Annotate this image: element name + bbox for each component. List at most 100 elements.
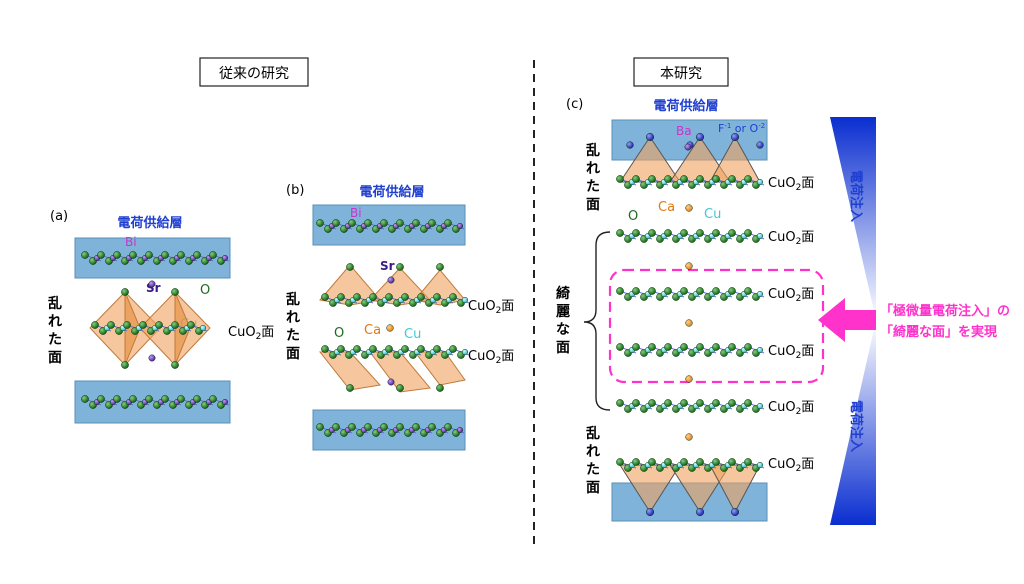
b-cuo2-upper-oxygen	[369, 293, 377, 301]
charge-injection-wedge	[830, 117, 876, 525]
panel-c-cuo2-5-prefix: CuO	[768, 457, 796, 472]
b-apex	[346, 384, 354, 392]
c-ca-atom	[685, 319, 693, 327]
b-cuo2-lower-oxygen	[417, 345, 425, 353]
a-bot-bio-oxygen	[97, 395, 105, 403]
panel-c-disorder-top: 乱 れ た 面	[586, 142, 600, 213]
c-cuo2-plane-1-center	[756, 232, 764, 240]
c-cuo2-plane-1-oxygen	[664, 229, 672, 237]
a-bot-bio-oxygen	[209, 395, 217, 403]
b-top-bio-center	[456, 222, 464, 230]
svg-text:CuO2面: CuO2面	[768, 344, 814, 361]
panel-a-disorder-label: 乱 れ た 面	[48, 295, 62, 366]
panel-c-or-o: or O	[731, 122, 758, 135]
b-cuo2-upper-oxygen	[449, 293, 457, 301]
a-top-bio-oxygen	[145, 251, 153, 259]
a-cuo2-oxygen	[171, 321, 179, 329]
panel-a-disorder-char-0: 乱	[48, 295, 62, 312]
c-cuo2-plane-5-oxygen	[728, 458, 736, 466]
panel-c-disorder-bottom-2: た	[586, 462, 600, 478]
a-apex	[171, 361, 179, 369]
panel-b-cuo2-lower-prefix: CuO	[468, 349, 496, 364]
c-top-apex	[645, 132, 655, 142]
c-cuo2-plane-4-oxygen	[616, 399, 624, 407]
c-bot-apex	[645, 507, 655, 517]
b-cuo2-lower-oxygen	[337, 345, 345, 353]
c-cuo2-plane-3-oxygen	[712, 343, 720, 351]
b-bot-bio-oxygen	[396, 423, 404, 431]
b-cuo2-lower-oxygen	[321, 345, 329, 353]
panel-c-top-pyramids	[619, 135, 761, 183]
b-cuo2-lower-oxygen	[353, 345, 361, 353]
c-ba-atom	[684, 143, 692, 151]
c-cuo2-plane-2-oxygen	[632, 287, 640, 295]
panel-c-cuo2-2-sub: 2	[796, 294, 802, 304]
panel-c-f-label: F	[718, 122, 724, 135]
b-bot-bio-oxygen	[316, 423, 324, 431]
c-cuo2-plane-3-oxygen	[680, 343, 688, 351]
panel-c-cuo2-0-suffix: 面	[801, 176, 814, 191]
b-cuo2-upper-center	[461, 296, 469, 304]
panel-c-cuo2-1-suffix: 面	[801, 230, 814, 245]
c-cuo2-plane-2-oxygen	[728, 287, 736, 295]
panel-b-disorder-char-1: れ	[286, 310, 300, 326]
a-sr-atom	[148, 354, 156, 362]
panel-c-disorder-bottom-3: 面	[586, 480, 600, 496]
c-ca-atom	[685, 433, 693, 441]
panel-a-disorder-char-1: れ	[48, 314, 62, 330]
c-cuo2-plane-5-oxygen	[616, 458, 624, 466]
c-cuo2-plane-4-oxygen	[696, 399, 704, 407]
panel-c-disorder-top-3: 面	[586, 197, 600, 213]
c-cuo2-plane-3-oxygen	[728, 343, 736, 351]
c-cuo2-plane-0-oxygen	[712, 175, 720, 183]
a-apex	[121, 361, 129, 369]
panel-b-bi-label: Bi	[350, 206, 362, 220]
b-top-bio-oxygen	[316, 219, 324, 227]
panel-a-label: (a)	[50, 209, 68, 224]
c-cuo2-plane-4-oxygen	[648, 399, 656, 407]
panel-c-disorder-bottom-1: れ	[586, 444, 600, 460]
b-cuo2-upper-oxygen	[385, 293, 393, 301]
c-bot-apex	[695, 507, 705, 517]
panel-c-clean-label: 綺 麗 な 面	[556, 285, 570, 356]
c-top-apex	[695, 132, 705, 142]
c-cuo2-plane-5-oxygen	[648, 458, 656, 466]
c-ca-atom	[685, 204, 693, 212]
svg-text:F-1 or O-2: F-1 or O-2	[718, 122, 765, 135]
a-bot-bio-oxygen	[177, 395, 185, 403]
panel-c-cuo2-0-sub: 2	[796, 183, 802, 193]
panel-c-disorder-top-0: 乱	[586, 142, 600, 159]
panel-c-disorder-top-1: れ	[586, 161, 600, 177]
c-cuo2-plane-5-oxygen	[664, 458, 672, 466]
svg-text:CuO2面: CuO2面	[228, 325, 274, 342]
panel-b-text-cuo2-upper: CuO2面	[468, 299, 514, 316]
panel-b-cuo2-upper-suffix: 面	[501, 299, 514, 314]
a-apex	[121, 288, 129, 296]
b-apex	[436, 263, 444, 271]
panel-b-disorder-char-2: た	[286, 328, 300, 344]
a-cuo2-center	[199, 324, 207, 332]
c-cuo2-plane-5-oxygen	[632, 458, 640, 466]
clean-planes-brace	[583, 231, 611, 411]
c-cuo2-plane-2-center	[756, 290, 764, 298]
c-cuo2-plane-0-oxygen	[744, 175, 752, 183]
c-cuo2-plane-4-oxygen	[744, 399, 752, 407]
b-bot-bio-oxygen	[364, 423, 372, 431]
panel-c-cuo2-0-prefix: CuO	[768, 176, 796, 191]
panel-a-charge-layer-label: 電荷供給層	[117, 215, 182, 231]
b-sr-atom	[387, 378, 395, 386]
b-bot-bio-oxygen	[348, 423, 356, 431]
panel-b-sr-label: Sr	[380, 259, 395, 273]
c-top-apex	[730, 132, 740, 142]
b-apex	[436, 384, 444, 392]
panel-c-ba-label: Ba	[676, 124, 692, 138]
panel-a-bi-label: Bi	[125, 235, 137, 249]
injection-top-text: 電荷注入	[848, 170, 864, 222]
panel-a-cuo2-prefix: CuO	[228, 325, 256, 340]
panel-c-cuo2-5-suffix: 面	[801, 457, 814, 472]
callout-line-1: 「極微量電荷注入」の	[880, 303, 1010, 319]
c-cuo2-plane-5-oxygen	[680, 458, 688, 466]
panel-c-clean-1: 麗	[556, 303, 570, 320]
c-cuo2-plane-2-oxygen	[744, 287, 752, 295]
c-cuo2-plane-3-oxygen	[632, 343, 640, 351]
